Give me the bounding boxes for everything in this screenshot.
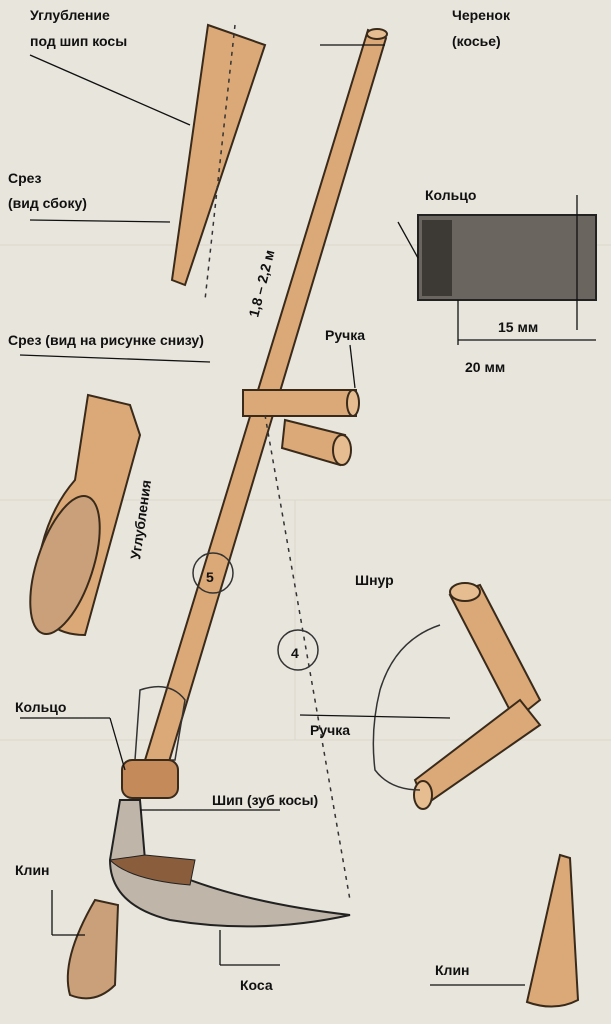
label-shaft: Черенок [452,7,511,23]
label-ring-bottom: Кольцо [15,699,66,715]
label-handle-top: Ручка [325,327,365,343]
label-cut-side-2: (вид сбоку) [8,195,87,211]
label-wedge-right: Клин [435,962,470,978]
label-blade: Коса [240,977,273,993]
label-dim-20: 20 мм [465,359,505,375]
label-shaft-2: (косье) [452,33,501,49]
label-cut-bottom: Срез (вид на рисунке снизу) [8,332,204,348]
wedge-right [525,853,580,1008]
label-cord: Шнур [355,572,394,588]
label-notch-2: под шип косы [30,33,127,49]
leader-lines [19,24,525,986]
label-cut-side: Срез [8,170,41,186]
ring-on-shaft [121,759,179,799]
wedge-left [66,898,120,1000]
mark-5: 5 [206,569,214,585]
cord-handle [372,582,542,810]
cut-side-piece [170,23,267,287]
label-notch: Углубление [30,7,110,23]
label-wedge-left: Клин [15,862,50,878]
label-dim-15: 15 мм [498,319,538,335]
blade [108,799,351,928]
label-ring-top: Кольцо [425,187,476,203]
handle [242,389,357,417]
mark-4: 4 [291,645,299,661]
label-handle-mid: Ручка [310,722,350,738]
label-tang: Шип (зуб косы) [212,792,318,808]
